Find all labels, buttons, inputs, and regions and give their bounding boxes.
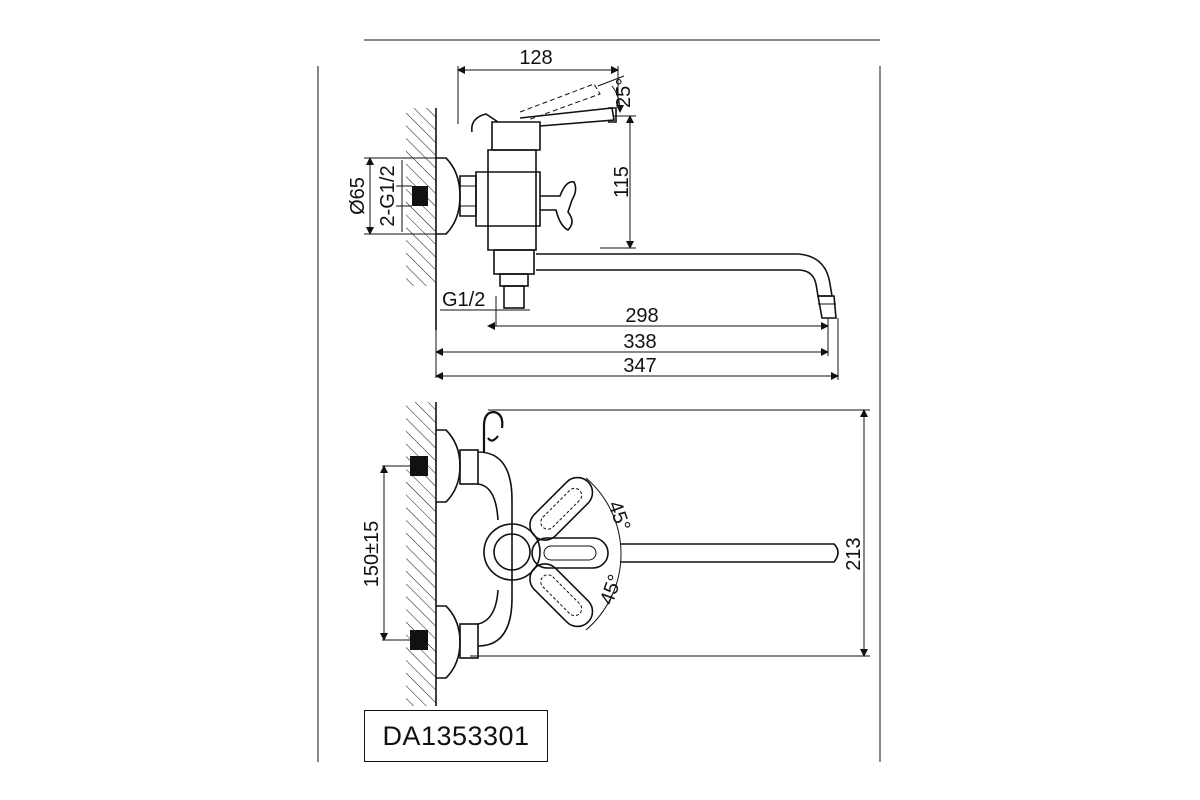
side-view: 128 25° 115 Ø65 2-G1/2 G1/2 298 338 [347, 47, 839, 380]
side-diverter [540, 180, 577, 231]
top-cartridge-inner [493, 533, 531, 571]
model-code: DA1353301 [382, 720, 530, 751]
side-lever-base [470, 113, 499, 133]
side-cartridge [491, 121, 541, 151]
top-view: 45° 45° 150±15 213 [361, 402, 870, 706]
top-lever-upper [529, 476, 594, 541]
side-outlet-thread [503, 285, 525, 309]
top-lever-center [531, 537, 609, 569]
side-inlet-block [412, 186, 428, 206]
side-lever-raised [519, 83, 601, 121]
dim-150-label: 150±15 [361, 521, 383, 588]
dim-inlet-thread-label: 2-G1/2 [377, 165, 399, 226]
side-body-column [487, 149, 537, 251]
top-inlet-block-upper [410, 456, 428, 476]
top-lever-lower [529, 563, 594, 628]
top-crossbar [477, 451, 513, 647]
top-flange-upper [436, 429, 461, 503]
dim-347-label: 347 [623, 355, 656, 377]
dim-338-label: 338 [623, 331, 656, 353]
side-flange [436, 157, 461, 235]
side-aerator [817, 295, 837, 319]
dim-25-leader [597, 75, 625, 87]
top-crossbar-outer-b [477, 589, 499, 625]
dim-298-label: 298 [625, 305, 658, 327]
top-spout [620, 543, 839, 563]
top-inlet-block-lower [410, 630, 428, 650]
dim-d65-label: Ø65 [347, 177, 369, 215]
dim-213-label: 213 [843, 537, 865, 570]
dim-25-label: 25° [613, 78, 635, 108]
dim-115-label: 115 [611, 166, 633, 198]
dim-outlet-thread-label: G1/2 [442, 289, 485, 311]
top-nut-upper [459, 449, 479, 485]
side-lever [519, 107, 615, 127]
top-flange-lower [436, 605, 461, 679]
side-spout [536, 253, 833, 297]
dim-45-upper-label: 45° [603, 498, 634, 534]
dim-128-label: 128 [519, 47, 552, 69]
top-angle-arc [585, 477, 622, 631]
top-wall-hatch [406, 402, 436, 706]
side-nut [459, 175, 477, 217]
dim-45-lower-label: 45° [596, 572, 627, 608]
side-lever-cap [608, 107, 617, 123]
side-body [475, 171, 541, 227]
top-nut-lower [459, 623, 479, 659]
dim-25-arc [611, 85, 624, 113]
top-crossbar-outer [477, 483, 499, 521]
side-outlet-nut [499, 273, 529, 287]
top-cartridge-outer [483, 523, 541, 581]
side-outlet-upper [493, 249, 535, 275]
top-hook [482, 410, 504, 452]
model-code-box: DA1353301 [364, 710, 548, 762]
